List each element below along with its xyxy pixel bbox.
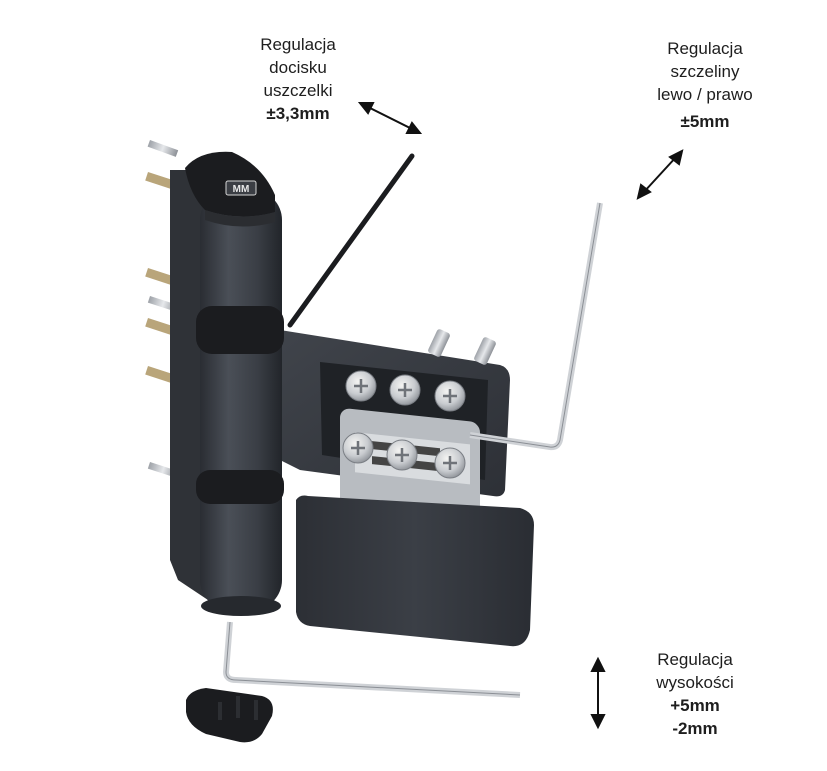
bottom-end-cap xyxy=(186,688,273,743)
gap-line-3: lewo / prawo xyxy=(657,85,753,104)
frame-bolts xyxy=(145,140,181,478)
plate-studs xyxy=(428,329,496,365)
upper-ring xyxy=(196,306,284,354)
hinge-barrel xyxy=(185,151,284,616)
compression-value: ±3,3mm xyxy=(266,104,330,123)
svg-text:MM: MM xyxy=(233,184,250,195)
allen-key-compression xyxy=(287,153,415,328)
brand-logo: MM xyxy=(225,180,257,196)
height-line-1: Regulacja xyxy=(657,650,733,669)
arrow-gap xyxy=(636,149,684,200)
arrow-height xyxy=(590,656,606,730)
mounting-screws xyxy=(342,370,466,479)
gap-line-2: szczeliny xyxy=(670,62,740,81)
height-value-minus: -2mm xyxy=(672,719,718,738)
lower-ring xyxy=(196,470,284,504)
height-value-plus: +5mm xyxy=(670,696,720,715)
height-adjustment-label: Regulacja wysokości +5mm -2mm xyxy=(630,648,760,740)
compression-line-3: uszczelki xyxy=(263,81,333,100)
compression-line-2: docisku xyxy=(269,58,327,77)
gap-value: ±5mm xyxy=(680,112,730,131)
gap-line-1: Regulacja xyxy=(667,39,743,58)
compression-line-1: Regulacja xyxy=(260,35,336,54)
compression-adjustment-label: Regulacja docisku uszczelki ±3,3mm xyxy=(238,33,358,125)
height-line-2: wysokości xyxy=(656,673,734,692)
cover-plate xyxy=(296,495,534,647)
arrow-compression xyxy=(357,102,423,134)
gap-adjustment-label: Regulacja szczeliny lewo / prawo ±5mm xyxy=(630,37,780,133)
